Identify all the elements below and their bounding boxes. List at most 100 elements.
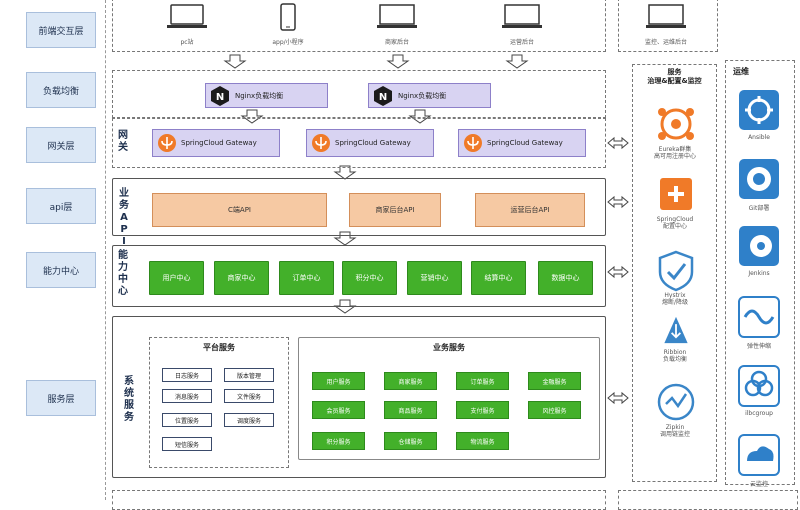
business-service-title: 业务服务 <box>433 343 465 352</box>
business-item: 订单服务 <box>456 372 509 390</box>
cbcgroup-icon <box>738 365 780 407</box>
monitor-icon <box>377 4 417 28</box>
bidirectional-arrow <box>607 266 629 278</box>
service-panel <box>112 316 606 478</box>
ansible-label: Ansible <box>748 134 770 141</box>
device-label-monitor: 监控、运维后台 <box>644 39 687 46</box>
spring-gateway-label: SpringCloud Gateway <box>335 139 411 147</box>
cloud-monitor-icon <box>738 434 780 476</box>
spring-gateway-box: SpringCloud Gateway <box>306 129 434 157</box>
down-arrow <box>506 54 528 69</box>
monitor-icon <box>646 4 686 28</box>
nginx-box: N Nginx负载均衡 <box>368 83 491 108</box>
elastic-scaling-icon <box>738 296 780 338</box>
business-item: 商家服务 <box>384 372 437 390</box>
ribbon-label: Ribbion 负载均衡 <box>662 349 687 363</box>
layer-label-frontend: 前端交互层 <box>26 12 96 48</box>
business-service-panel <box>298 337 600 460</box>
nginx-label: Nginx负载均衡 <box>235 91 284 100</box>
svg-text:N: N <box>216 92 224 103</box>
gateway-panel <box>112 118 606 168</box>
governance-title: 服务 治理&配置&监控 <box>647 68 702 85</box>
capability-order: 订单中心 <box>279 261 334 295</box>
monitor-icon <box>502 4 542 28</box>
business-item: 支付服务 <box>456 401 509 419</box>
ansible-icon <box>739 90 779 130</box>
hystrix-icon <box>658 250 694 292</box>
platform-item: 文件服务 <box>224 389 274 403</box>
monitor-panel <box>618 0 718 52</box>
git-label: Git部署 <box>748 205 770 212</box>
jenkins-icon <box>739 226 779 266</box>
nginx-icon: N <box>211 85 229 106</box>
business-item: 仓储服务 <box>384 432 437 450</box>
business-item: 物流服务 <box>456 432 509 450</box>
spring-gateway-icon <box>312 134 330 152</box>
jenkins-label: Jenkins <box>748 270 770 277</box>
layer-label-capability: 能力中心 <box>26 252 96 288</box>
platform-service-panel <box>149 337 289 468</box>
nginx-icon: N <box>374 85 392 106</box>
bidirectional-arrow <box>607 392 629 404</box>
git-icon <box>739 159 779 199</box>
spring-gateway-box: SpringCloud Gateway <box>458 129 586 157</box>
capability-settlement: 结算中心 <box>471 261 526 295</box>
spring-gateway-box: SpringCloud Gateway <box>152 129 280 157</box>
ops-title: 运维 <box>733 67 749 76</box>
governance-panel <box>632 64 717 482</box>
platform-item: 调度服务 <box>224 413 274 427</box>
ops-panel <box>725 60 795 485</box>
svg-text:N: N <box>379 92 387 103</box>
service-panel-label: 系 统 服 务 <box>124 376 134 423</box>
layer-label-api: api层 <box>26 188 96 224</box>
eureka-icon <box>658 108 694 140</box>
hystrix-label: Hystrix 熔断/降级 <box>661 292 689 306</box>
layer-label-gateway: 网关层 <box>26 127 96 163</box>
capability-merchant: 商家中心 <box>214 261 269 295</box>
business-item: 金融服务 <box>528 372 581 390</box>
spring-gateway-icon <box>464 134 482 152</box>
nginx-box: N Nginx负载均衡 <box>205 83 328 108</box>
device-label-app: app/小程序 <box>272 39 304 46</box>
bidirectional-arrow <box>607 137 629 149</box>
laptop-icon <box>167 4 207 28</box>
elastic-scaling-label: 弹性伸缩 <box>746 343 771 350</box>
device-label-merchant: 商家后台 <box>384 39 409 46</box>
phone-icon <box>280 3 296 31</box>
zipkin-icon <box>657 383 695 421</box>
capability-panel <box>112 245 606 307</box>
layer-label-column <box>14 0 106 500</box>
api-panel-label: 业 务 A P I <box>119 188 129 247</box>
capability-data: 数据中心 <box>538 261 593 295</box>
platform-item: 日志服务 <box>162 368 212 382</box>
layer-label-service: 服务层 <box>26 380 96 416</box>
business-item: 积分服务 <box>312 432 365 450</box>
capability-marketing: 营销中心 <box>407 261 462 295</box>
business-item: 会员服务 <box>312 401 365 419</box>
platform-item: 消息服务 <box>162 389 212 403</box>
api-box-merchant: 商家后台API <box>349 193 441 227</box>
gateway-panel-label: 网 关 <box>118 130 128 153</box>
spring-gateway-icon <box>158 134 176 152</box>
cbcgroup-label: ilbcgroup <box>745 410 773 417</box>
capability-points: 积分中心 <box>342 261 397 295</box>
layer-label-load-balance: 负载均衡 <box>26 72 96 108</box>
spring-gateway-label: SpringCloud Gateway <box>181 139 257 147</box>
frontend-panel <box>112 0 606 52</box>
business-item: 商品服务 <box>384 401 437 419</box>
nginx-label: Nginx负载均衡 <box>398 91 447 100</box>
bidirectional-arrow <box>607 196 629 208</box>
business-item: 风控服务 <box>528 401 581 419</box>
load-balance-panel <box>112 70 606 118</box>
capability-panel-label: 能 力 中 心 <box>118 250 128 297</box>
ribbon-icon <box>664 316 688 344</box>
bottom-right-panel <box>618 490 798 510</box>
api-box-ops: 运营后台API <box>475 193 585 227</box>
device-label-pc: pc站 <box>180 39 194 46</box>
spring-gateway-label: SpringCloud Gateway <box>487 139 563 147</box>
platform-item: 位置服务 <box>162 413 212 427</box>
platform-service-title: 平台服务 <box>203 343 235 352</box>
bottom-panel <box>112 490 606 510</box>
api-box-c: C端API <box>152 193 327 227</box>
eureka-label: Eureka群集 高可用注册中心 <box>653 146 696 160</box>
